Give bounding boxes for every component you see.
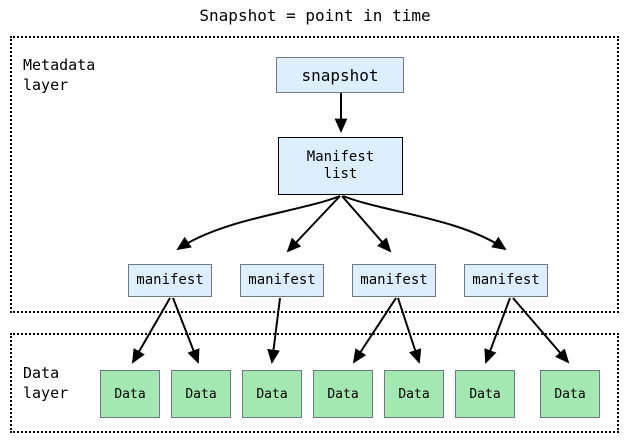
- node-data-file-3[interactable]: Data: [313, 370, 373, 418]
- node-manifest-3[interactable]: manifest: [464, 264, 548, 297]
- node-data-file-4[interactable]: Data: [384, 370, 444, 418]
- node-manifest-list[interactable]: Manifest list: [278, 137, 403, 195]
- metadata-layer-label: Metadata layer: [23, 56, 96, 94]
- node-data-file-1[interactable]: Data: [171, 370, 231, 418]
- node-manifest-0[interactable]: manifest: [128, 264, 212, 297]
- data-layer-region: [10, 333, 619, 433]
- node-manifest-2[interactable]: manifest: [352, 264, 436, 297]
- node-data-file-2[interactable]: Data: [242, 370, 302, 418]
- data-layer-label: Data layer: [23, 364, 69, 402]
- diagram-title: Snapshot = point in time: [199, 6, 431, 25]
- node-data-file-6[interactable]: Data: [540, 370, 600, 418]
- metadata-layer-region: [10, 36, 619, 313]
- node-data-file-5[interactable]: Data: [455, 370, 515, 418]
- node-snapshot[interactable]: snapshot: [276, 57, 404, 93]
- node-data-file-0[interactable]: Data: [100, 370, 160, 418]
- node-manifest-1[interactable]: manifest: [240, 264, 324, 297]
